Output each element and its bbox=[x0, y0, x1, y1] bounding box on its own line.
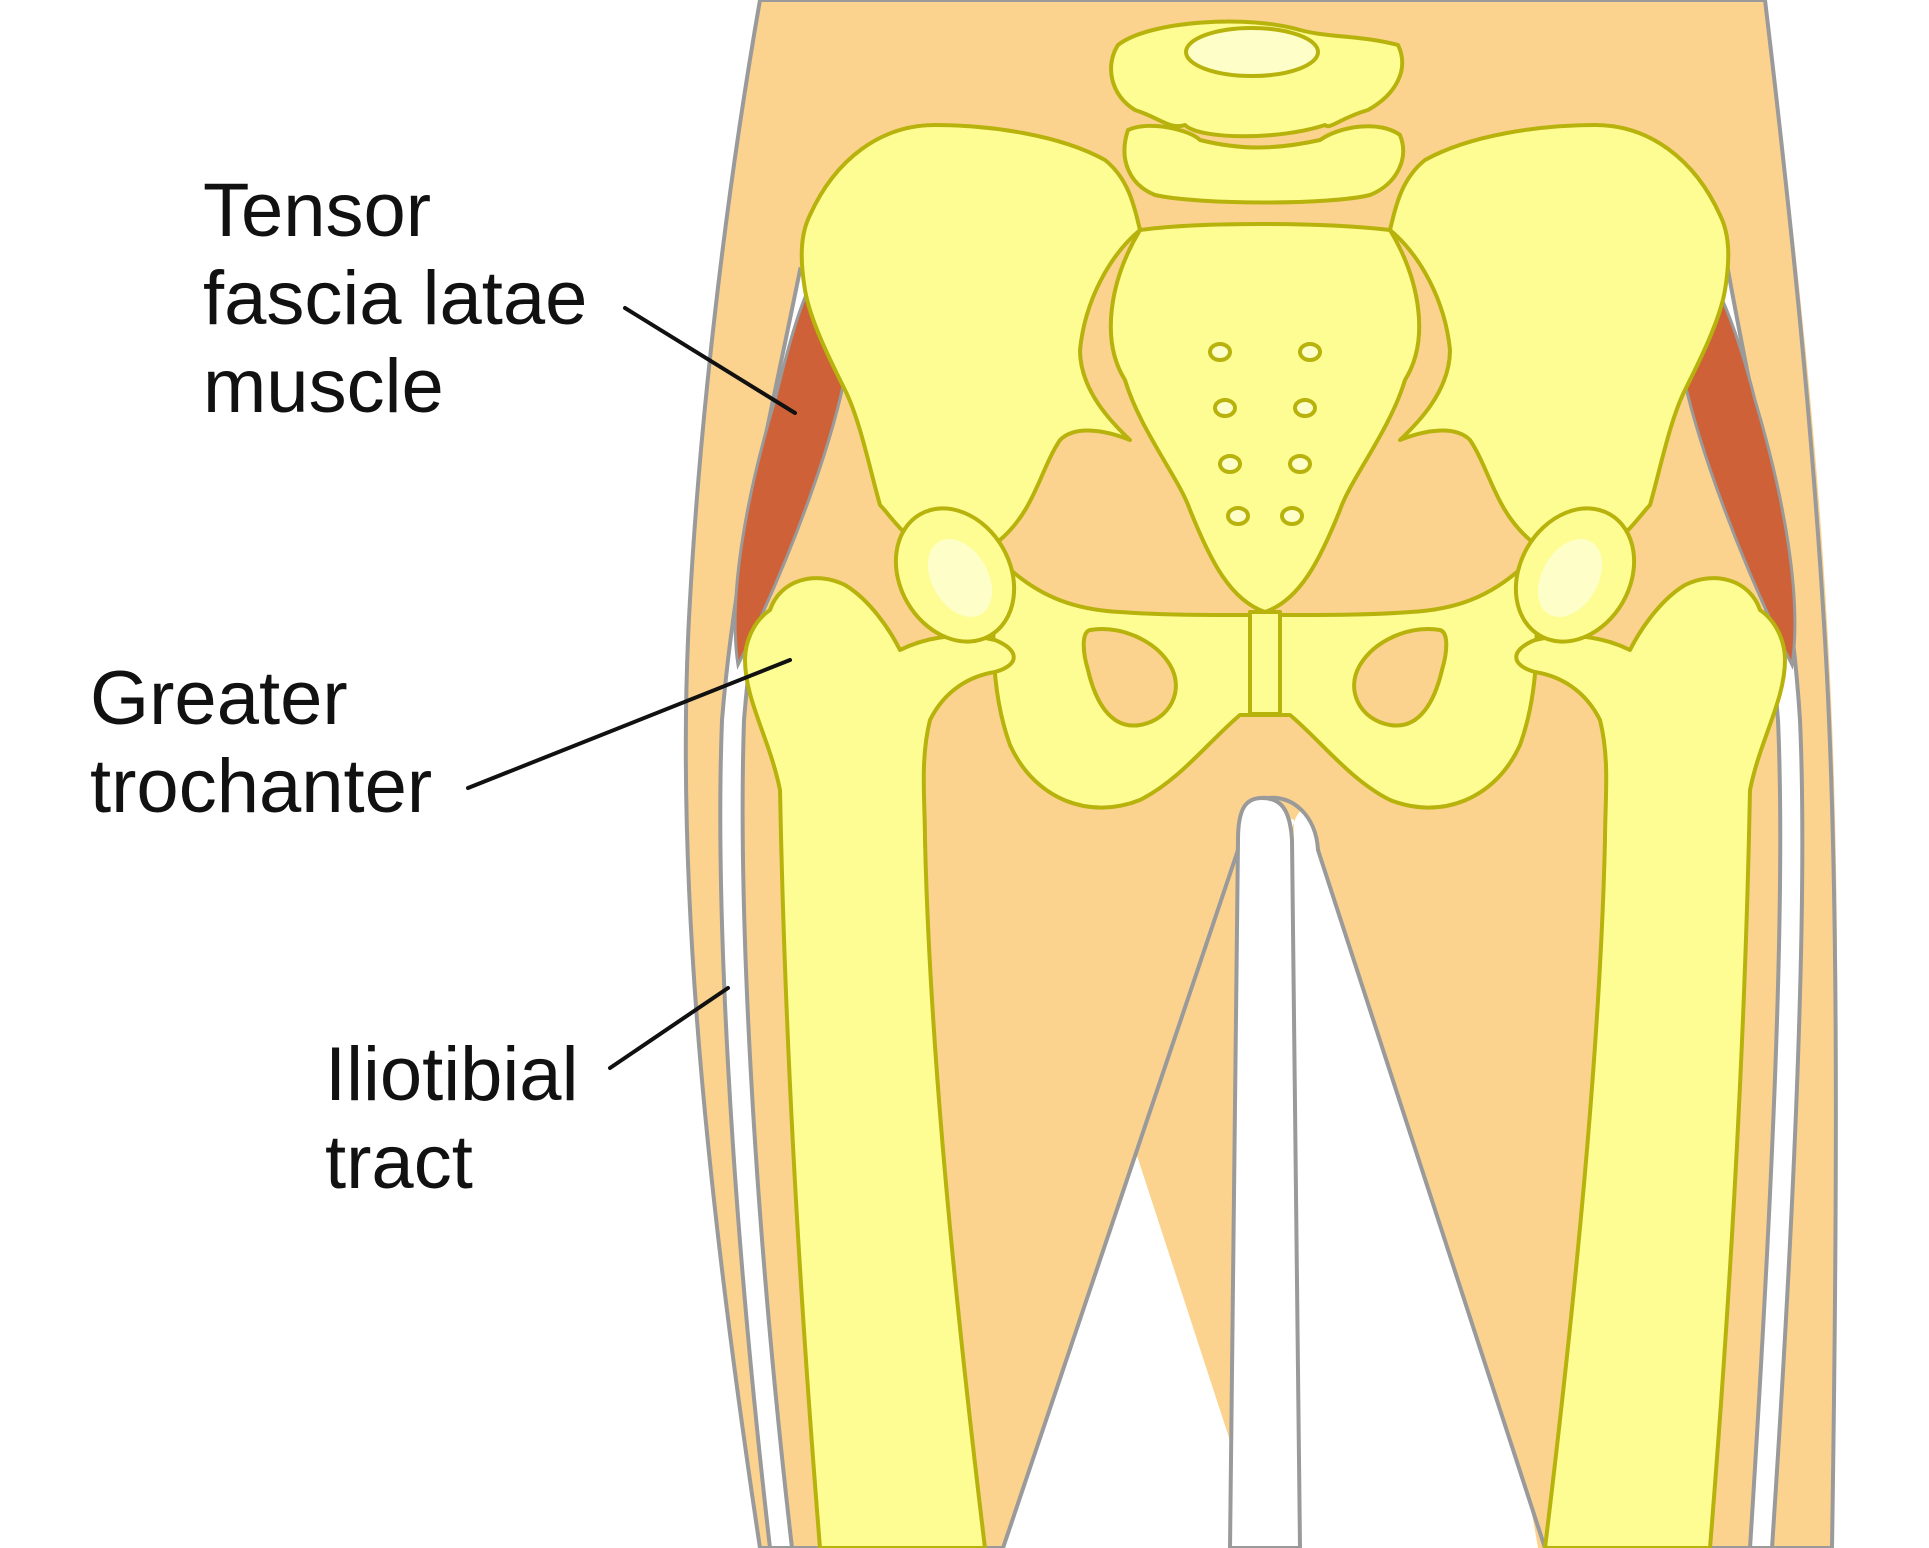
labels: Tensor fascia latae muscle Greater troch… bbox=[90, 168, 587, 1205]
pelvis bbox=[799, 19, 1731, 810]
leader-line-tensor bbox=[623, 306, 797, 415]
sacral-foramen bbox=[1288, 454, 1312, 474]
leader-lines bbox=[466, 306, 797, 1070]
sacral-foramen bbox=[1298, 342, 1322, 362]
leader-line-greater-trochanter bbox=[466, 658, 792, 790]
ilium-right bbox=[1388, 123, 1731, 559]
pubic-symphysis bbox=[1248, 610, 1282, 716]
label-iliotibial-line2: tract bbox=[325, 1120, 473, 1205]
femoral-head-highlight-left bbox=[927, 539, 993, 617]
label-tensor-line3: muscle bbox=[203, 344, 444, 429]
sacral-foramen bbox=[1213, 398, 1237, 418]
vertebra-upper bbox=[1109, 19, 1405, 139]
label-iliotibial-line1: Iliotibial bbox=[325, 1032, 578, 1117]
femoral-head-highlight-right bbox=[1537, 539, 1603, 617]
label-tensor-line1: Tensor bbox=[203, 168, 431, 253]
sacral-foramina bbox=[1208, 342, 1322, 526]
ilium-left bbox=[799, 123, 1142, 559]
femur-right bbox=[1514, 576, 1787, 1548]
vertebra-lower bbox=[1122, 123, 1406, 205]
sacral-foramen bbox=[1280, 506, 1304, 526]
label-greater-line2: trochanter bbox=[90, 744, 432, 829]
leader-line-iliotibial bbox=[608, 986, 730, 1070]
sacral-foramen bbox=[1226, 506, 1250, 526]
sacral-foramen bbox=[1208, 342, 1232, 362]
femurs bbox=[743, 506, 1787, 1548]
leg-gap bbox=[1227, 795, 1303, 1548]
label-greater-line1: Greater bbox=[90, 656, 348, 741]
femur-left bbox=[743, 576, 1016, 1548]
sacral-foramen bbox=[1293, 398, 1317, 418]
sacral-foramen bbox=[1218, 454, 1242, 474]
obturator-foramen-left bbox=[1081, 627, 1178, 728]
label-tensor-line2: fascia latae bbox=[203, 256, 587, 341]
vertebra-disc bbox=[1184, 26, 1320, 78]
obturator-foramen-right bbox=[1352, 627, 1449, 728]
